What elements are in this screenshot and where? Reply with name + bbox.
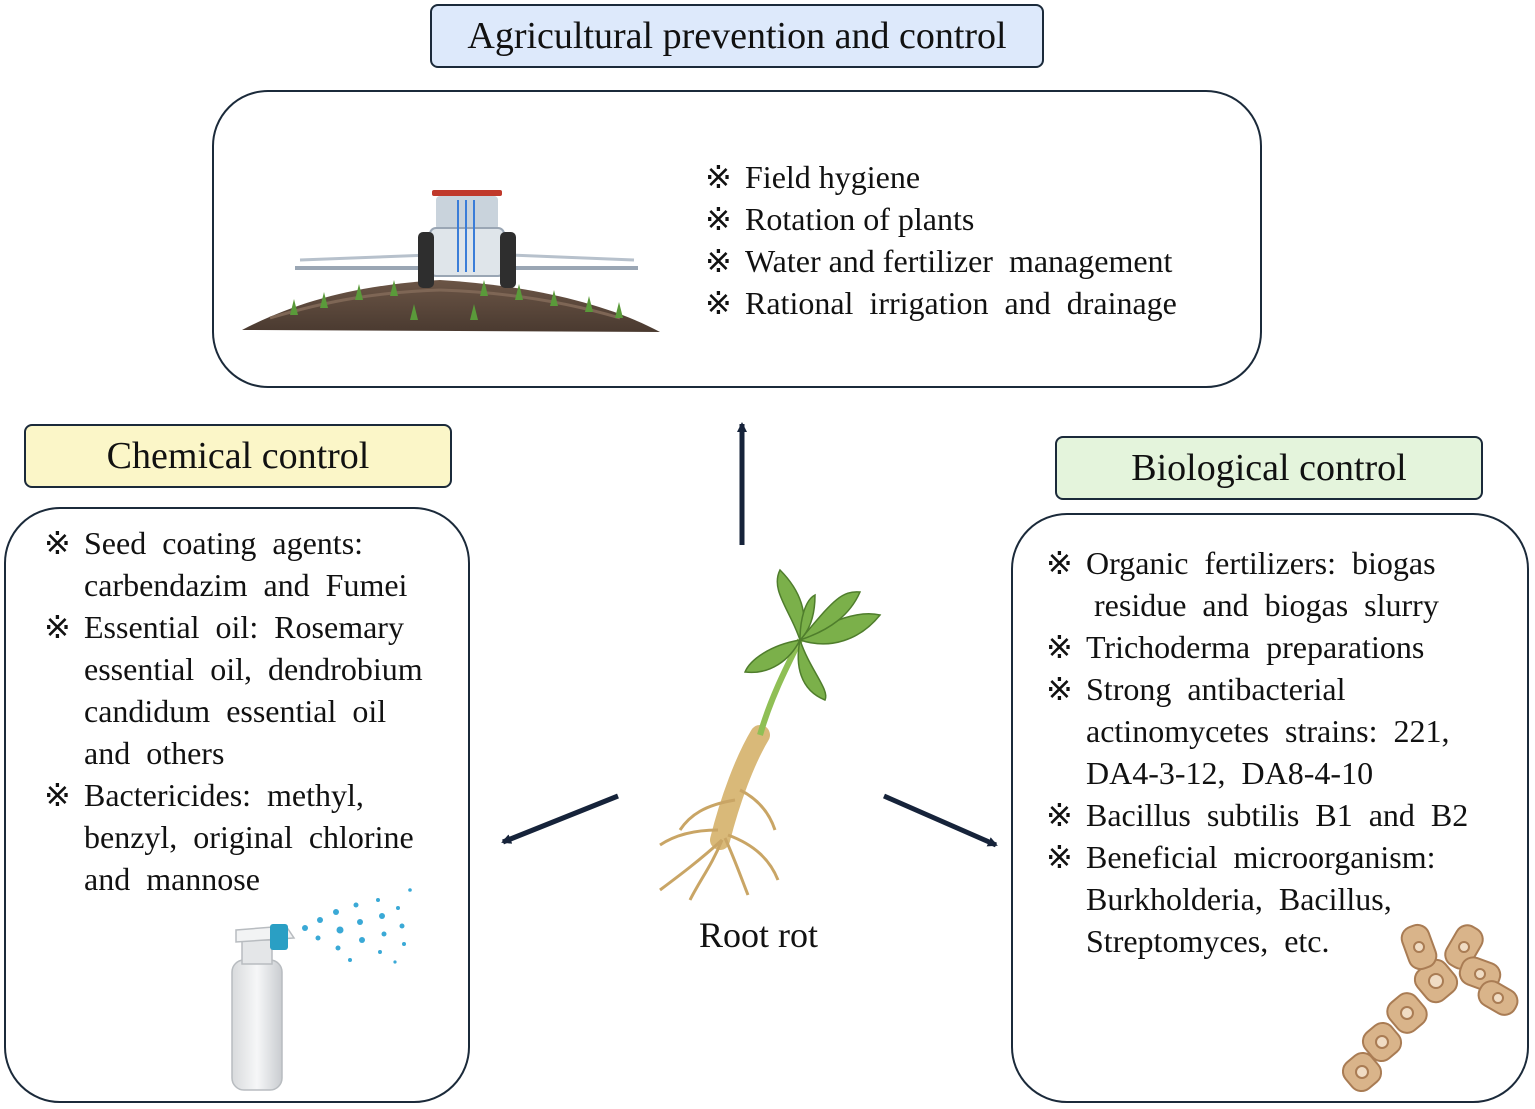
biological-list-line: Streptomyces, etc. <box>1046 920 1329 962</box>
chemical-list-line: ※ Seed coating agents: <box>44 522 363 564</box>
biological-list-line: ※ Bacillus subtilis B1 and B2 <box>1046 794 1468 836</box>
chemical-title-box: Chemical control <box>24 424 452 488</box>
chemical-line-text: benzyl, original chlorine <box>84 819 414 855</box>
fungus-hyphae-icon <box>1341 923 1519 1093</box>
reference-mark: ※ <box>705 285 732 321</box>
reference-mark: ※ <box>1046 629 1073 665</box>
reference-mark: ※ <box>1046 545 1073 581</box>
chemical-list-line: benzyl, original chlorine <box>44 816 414 858</box>
reference-mark: ※ <box>705 201 732 237</box>
reference-mark: ※ <box>44 609 71 645</box>
chemical-line-text: and mannose <box>84 861 260 897</box>
biological-line-text: Strong antibacterial <box>1086 671 1346 707</box>
agricultural-panel <box>212 90 1262 388</box>
biological-list-line: Burkholderia, Bacillus, <box>1046 878 1392 920</box>
reference-mark: ※ <box>705 243 732 279</box>
reference-mark: ※ <box>1046 839 1073 875</box>
reference-mark: ※ <box>1046 671 1073 707</box>
chemical-list-line: carbendazim and Fumei <box>44 564 407 606</box>
reference-mark: ※ <box>44 777 71 813</box>
chemical-line-text: Essential oil: Rosemary <box>84 609 404 645</box>
chemical-list-line: candidum essential oil <box>44 690 386 732</box>
biological-line-text: Trichoderma preparations <box>1086 629 1425 665</box>
agricultural-item: ※Rational irrigation and drainage <box>705 282 1177 324</box>
ginseng-root-icon <box>659 568 882 901</box>
chemical-list-line: essential oil, dendrobium <box>44 648 423 690</box>
arrow-to-chemical <box>501 793 619 845</box>
biological-list-line: ※ Trichoderma preparations <box>1046 626 1424 668</box>
biological-list-line: DA4-3-12, DA8-4-10 <box>1046 752 1373 794</box>
chemical-line-text: and others <box>84 735 225 771</box>
chemical-list-line: and mannose <box>44 858 260 900</box>
spray-bottle-icon <box>231 888 412 1091</box>
agricultural-title-box: Agricultural prevention and control <box>430 4 1044 68</box>
chemical-line-text: Seed coating agents: <box>84 525 364 561</box>
chemical-list-line: ※ Essential oil: Rosemary <box>44 606 404 648</box>
biological-line-text: actinomycetes strains: 221, <box>1086 713 1450 749</box>
tractor-sprayer-icon <box>242 190 660 332</box>
biological-panel <box>1011 513 1529 1103</box>
biological-title: Biological control <box>1131 447 1407 489</box>
chemical-line-text: Bactericides: methyl, <box>84 777 364 813</box>
agricultural-item: ※Rotation of plants <box>705 198 974 240</box>
agricultural-item: ※Water and fertilizer management <box>705 240 1172 282</box>
biological-line-text: Streptomyces, etc. <box>1086 923 1330 959</box>
biological-line-text: Beneficial microorganism: <box>1086 839 1436 875</box>
biological-title-box: Biological control <box>1055 436 1483 500</box>
chemical-list-line: and others <box>44 732 224 774</box>
reference-mark: ※ <box>705 159 732 195</box>
biological-list-line: ※ Beneficial microorganism: <box>1046 836 1436 878</box>
chemical-line-text: candidum essential oil <box>84 693 387 729</box>
biological-line-text: residue and biogas slurry <box>1086 587 1439 623</box>
biological-line-text: Burkholderia, Bacillus, <box>1086 881 1392 917</box>
arrow-to-biological <box>882 793 998 848</box>
biological-list-line: actinomycetes strains: 221, <box>1046 710 1449 752</box>
root-rot-label: Root rot <box>699 915 819 955</box>
reference-mark: ※ <box>1046 797 1073 833</box>
chemical-line-text: carbendazim and Fumei <box>84 567 408 603</box>
reference-mark: ※ <box>44 525 71 561</box>
agricultural-item: ※Field hygiene <box>705 156 920 198</box>
biological-line-text: Bacillus subtilis B1 and B2 <box>1086 797 1469 833</box>
biological-list-line: ※ Organic fertilizers: biogas <box>1046 542 1436 584</box>
biological-line-text: Organic fertilizers: biogas <box>1086 545 1436 581</box>
chemical-title: Chemical control <box>106 435 370 477</box>
biological-list-line: residue and biogas slurry <box>1046 584 1439 626</box>
biological-line-text: DA4-3-12, DA8-4-10 <box>1086 755 1374 791</box>
biological-list-line: ※ Strong antibacterial <box>1046 668 1345 710</box>
chemical-line-text: essential oil, dendrobium <box>84 651 423 687</box>
chemical-list-line: ※ Bactericides: methyl, <box>44 774 364 816</box>
agricultural-title: Agricultural prevention and control <box>467 15 1007 57</box>
